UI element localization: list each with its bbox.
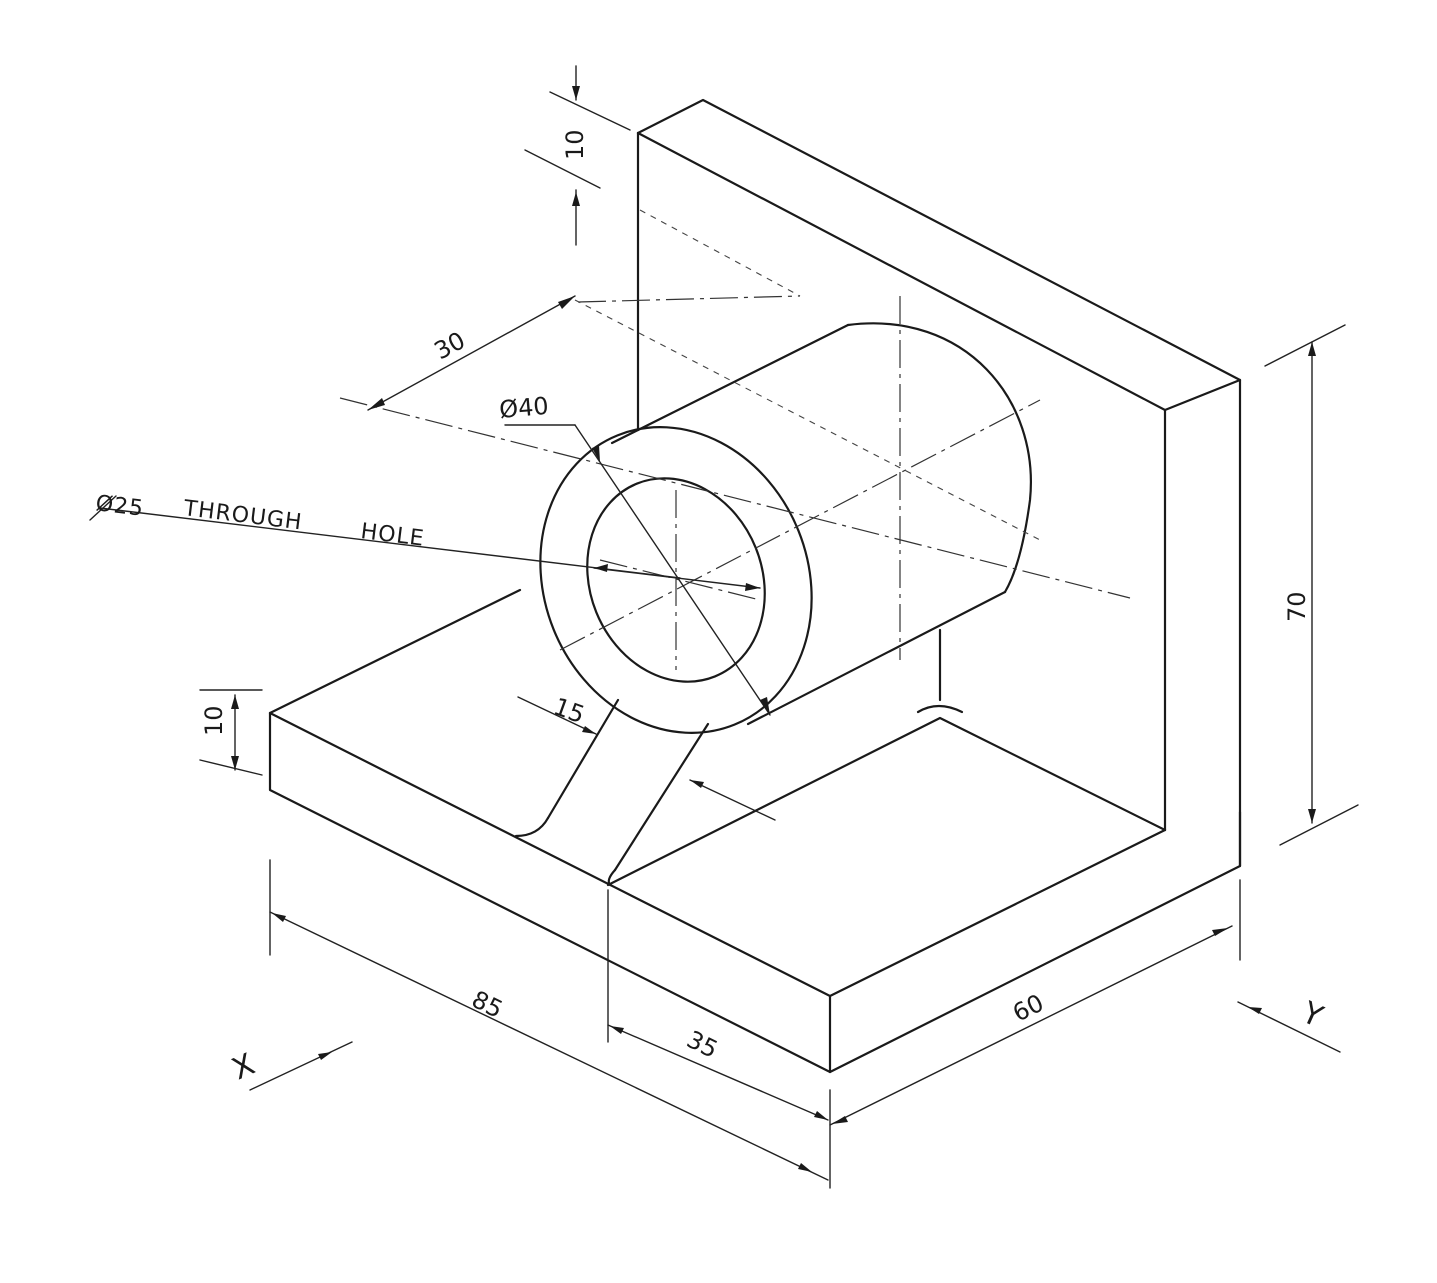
center-lines	[339, 295, 1131, 670]
dim-label-base-thickness: 10	[200, 705, 228, 736]
dim-rib-position: 35	[607, 889, 829, 1121]
dim-base-length: 85	[269, 859, 831, 1189]
dim-label-upright-height: 70	[1283, 591, 1311, 622]
y-axis-marker: Y	[1237, 995, 1341, 1053]
dim-boss-diameter: Ø40	[498, 392, 771, 716]
hole-leader: Ø25 THROUGH HOLE	[89, 491, 761, 591]
hole-note-through: THROUGH	[181, 496, 303, 535]
base-block	[268, 588, 1242, 1074]
dim-label-base-length: 85	[467, 985, 507, 1024]
dim-label-rib-width: 15	[550, 692, 588, 729]
x-axis-marker: X	[227, 1041, 353, 1091]
dim-base-width: 60	[829, 879, 1241, 1126]
dim-label-upright-thickness: 10	[561, 129, 589, 160]
upright-plate	[636, 98, 1242, 868]
dim-label-rib-position: 35	[682, 1025, 722, 1064]
dim-label-boss-diameter: Ø40	[498, 392, 550, 424]
rib	[514, 698, 710, 887]
hidden-lines	[574, 209, 1041, 541]
y-axis-label: Y	[1296, 995, 1329, 1035]
dim-upright-height: 70	[1264, 324, 1359, 846]
hole-note-hole: HOLE	[359, 519, 426, 552]
dim-label-boss-offset: 30	[430, 326, 470, 365]
cylinder-boss	[539, 322, 1032, 734]
dim-rib-width: 15	[517, 692, 776, 821]
dim-base-thickness: 10	[199, 689, 263, 776]
hole-note-size: Ø25	[94, 491, 145, 522]
x-axis-label: X	[227, 1047, 260, 1087]
dim-upright-thickness: 10	[524, 65, 631, 246]
dim-label-base-width: 60	[1008, 989, 1048, 1028]
